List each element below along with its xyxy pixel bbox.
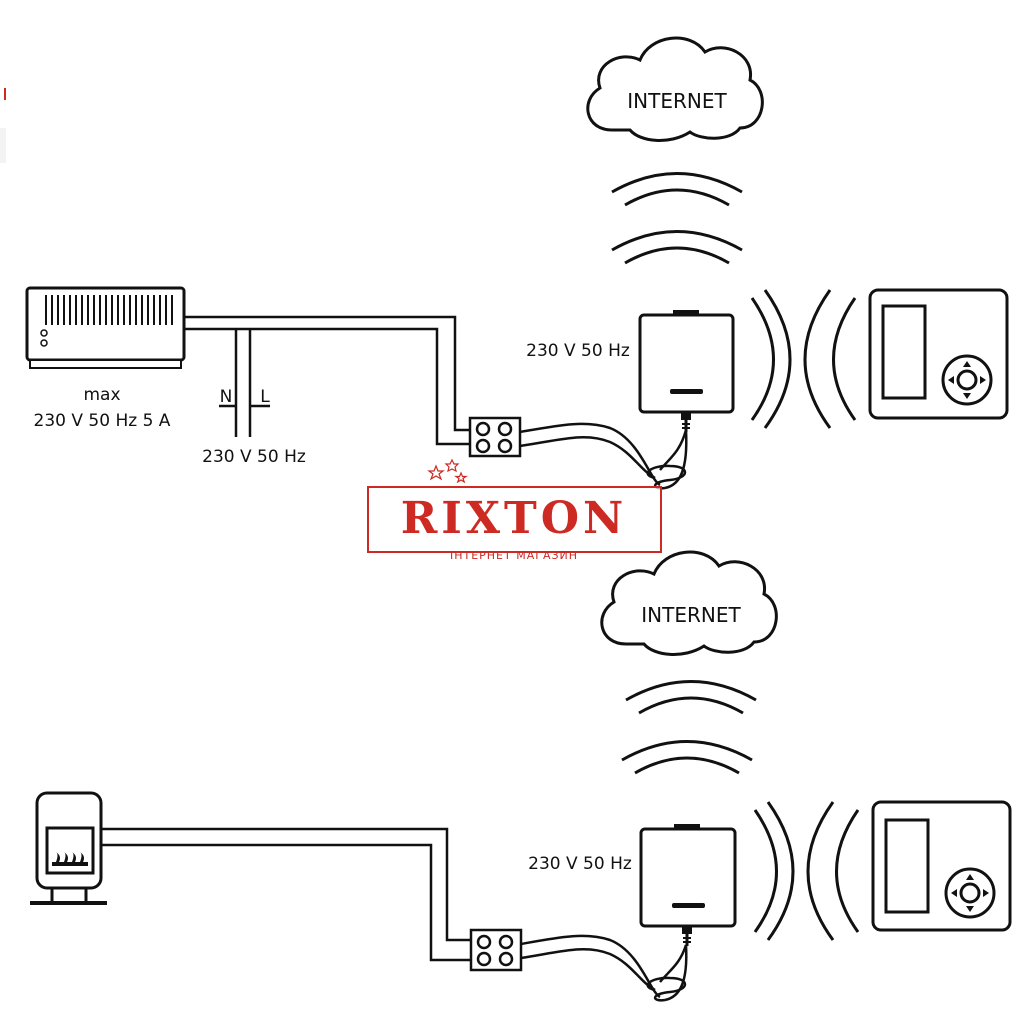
- top-diagram: INTERNET: [25, 36, 1009, 490]
- electric-heater: [25, 286, 186, 369]
- junction-box-top: [468, 416, 522, 458]
- left-edge-artifacts: [0, 88, 6, 163]
- mains-drop: [219, 329, 270, 437]
- rixton-watermark: RIXTON ІНТЕРНЕТ МАГАЗИН: [367, 458, 662, 562]
- watermark-brand: RIXTON: [401, 493, 628, 544]
- gas-boiler: [30, 791, 107, 905]
- boiler-cable: [101, 827, 471, 962]
- heater-max-label: max: [83, 385, 120, 405]
- thermostat-top: [868, 288, 1009, 420]
- internet-cloud-top: INTERNET: [586, 36, 764, 142]
- junction-box-bottom: [469, 928, 523, 972]
- gateway-voltage-label-top: 230 V 50 Hz: [526, 341, 630, 361]
- gateway-voltage-label-bottom: 230 V 50 Hz: [528, 854, 632, 874]
- watermark-stars: [427, 458, 468, 484]
- gateway-cable-bottom: [520, 934, 688, 1002]
- wifi-signal-vertical-top: [611, 172, 743, 265]
- heater-cable: [184, 315, 470, 446]
- wifi-signal-vertical-bottom: [621, 680, 757, 775]
- wifi-gateway-top: [638, 310, 735, 432]
- internet-cloud-bottom: INTERNET: [600, 550, 778, 656]
- heater-rating-label: 230 V 50 Hz 5 A: [34, 411, 171, 431]
- mains-voltage-label: 230 V 50 Hz: [202, 447, 306, 467]
- internet-label-top: INTERNET: [627, 89, 727, 113]
- bottom-diagram: INTERNET: [30, 550, 1012, 1002]
- wifi-signal-horizontal-top: [750, 289, 857, 429]
- live-label: L: [260, 387, 270, 407]
- watermark-subtitle: ІНТЕРНЕТ МАГАЗИН: [450, 549, 578, 562]
- wifi-gateway-bottom: [639, 824, 737, 946]
- neutral-label: N: [220, 387, 233, 407]
- internet-label-bottom: INTERNET: [641, 603, 741, 627]
- wifi-signal-horizontal-bottom: [753, 801, 860, 941]
- thermostat-bottom: [871, 800, 1012, 932]
- gateway-cable-top: [519, 422, 688, 490]
